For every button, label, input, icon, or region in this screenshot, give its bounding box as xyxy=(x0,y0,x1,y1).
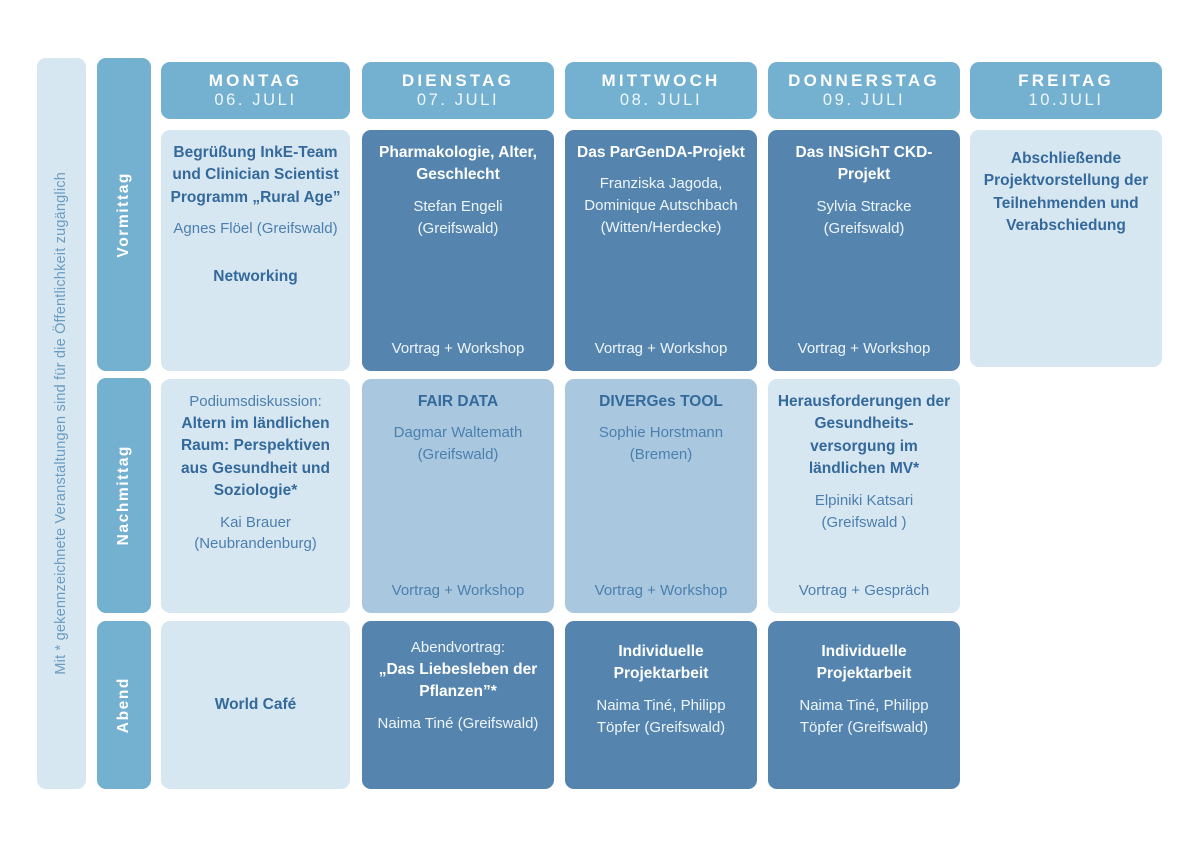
daypart-label-vormittag: Vormittag xyxy=(97,58,151,371)
daypart-abend-text: Abend xyxy=(115,676,133,734)
public-access-note-text: Mit * gekennzeichnete Veranstaltungen si… xyxy=(53,172,70,675)
session-person: Naima Tiné, Philipp Töpfer (Greifswald) xyxy=(596,696,726,736)
session-prefix: Abendvortrag: xyxy=(410,639,506,656)
session-person: Dagmar Waltemath (Greifswald) xyxy=(393,424,523,464)
session-title: Altern im ländlichen Raum: Perspektiven … xyxy=(180,414,331,500)
session-title: Pharmakologie, Alter, Geschlecht xyxy=(379,144,537,184)
day-header-donnerstag-name: DONNERSTAG xyxy=(788,70,940,90)
session-montag-nachmittag[interactable]: Podiumsdiskussion: Altern im ländlichen … xyxy=(161,379,350,613)
public-access-note: Mit * gekennzeichnete Veranstaltungen si… xyxy=(37,58,86,789)
session-person: Naima Tiné, Philipp Töpfer (Greifswald) xyxy=(799,696,929,736)
day-header-dienstag-name: DIENSTAG xyxy=(401,70,515,90)
session-person: Kai Brauer (Neubrandenburg) xyxy=(194,513,317,553)
session-title: Individuelle Projektarbeit xyxy=(613,643,709,683)
day-header-dienstag-date: 07. JULI xyxy=(416,90,500,109)
session-format: Vortrag + Workshop xyxy=(594,582,728,599)
day-header-freitag-name: FREITAG xyxy=(1018,70,1114,90)
day-header-dienstag: DIENSTAG 07. JULI xyxy=(362,62,554,119)
session-title: Begrüßung InkE-Team und Clinician Scient… xyxy=(170,144,341,206)
session-format: Vortrag + Workshop xyxy=(391,340,525,357)
session-person: Sylvia Stracke (Greifswald) xyxy=(816,197,912,237)
day-header-montag-date: 06. JULI xyxy=(214,90,297,109)
session-title: World Café xyxy=(214,696,297,713)
day-header-freitag: FREITAG 10.JULI xyxy=(970,62,1162,119)
session-title: DIVERGes TOOL xyxy=(599,393,723,410)
session-dienstag-abend[interactable]: Abendvortrag: „Das Liebesleben der Pflan… xyxy=(362,621,554,789)
day-header-donnerstag-date: 09. JULI xyxy=(822,90,906,109)
session-format: Vortrag + Gespräch xyxy=(798,582,930,599)
session-dienstag-vormittag[interactable]: Pharmakologie, Alter, Geschlecht Stefan … xyxy=(362,130,554,371)
daypart-label-nachmittag: Nachmittag xyxy=(97,378,151,613)
daypart-vormittag-text: Vormittag xyxy=(115,171,133,258)
session-donnerstag-abend[interactable]: Individuelle Projektarbeit Naima Tiné, P… xyxy=(768,621,960,789)
session-person: Elpiniki Katsari (Greifswald ) xyxy=(814,491,914,531)
session-mittwoch-nachmittag[interactable]: DIVERGes TOOL Sophie Horstmann (Bremen) … xyxy=(565,379,757,613)
session-title: Herausforderungen der Gesundheits-versor… xyxy=(777,393,951,478)
session-extra: Networking xyxy=(213,268,298,286)
session-person: Naima Tiné (Greifswald) xyxy=(377,714,539,732)
session-title: Individuelle Projektarbeit xyxy=(816,643,912,683)
session-person: Agnes Flöel (Greifswald) xyxy=(173,220,338,238)
session-dienstag-nachmittag[interactable]: FAIR DATA Dagmar Waltemath (Greifswald) … xyxy=(362,379,554,613)
session-format: Vortrag + Workshop xyxy=(797,340,931,357)
session-format: Vortrag + Workshop xyxy=(391,582,525,599)
session-person: Franziska Jagoda, Dominique Autschbach (… xyxy=(584,175,738,236)
session-montag-vormittag[interactable]: Begrüßung InkE-Team und Clinician Scient… xyxy=(161,130,350,371)
session-title: Das INSiGhT CKD-Projekt xyxy=(795,144,933,184)
session-title: Das ParGenDA-Projekt xyxy=(577,144,745,161)
session-mittwoch-abend[interactable]: Individuelle Projektarbeit Naima Tiné, P… xyxy=(565,621,757,789)
session-prefix: Podiumsdiskussion: xyxy=(189,393,322,410)
session-freitag-vormittag[interactable]: Abschließende Projektvorstellung der Tei… xyxy=(970,130,1162,367)
day-header-mittwoch-name: MITTWOCH xyxy=(601,70,721,90)
day-header-donnerstag: DONNERSTAG 09. JULI xyxy=(768,62,960,119)
day-header-freitag-date: 10.JULI xyxy=(1028,90,1104,109)
session-title: Abschließende Projektvorstellung der Tei… xyxy=(983,150,1149,235)
day-header-montag-name: MONTAG xyxy=(208,70,303,90)
session-person: Sophie Horstmann (Bremen) xyxy=(598,424,724,464)
session-format: Vortrag + Workshop xyxy=(594,340,728,357)
session-mittwoch-vormittag[interactable]: Das ParGenDA-Projekt Franziska Jagoda, D… xyxy=(565,130,757,371)
day-header-montag: MONTAG 06. JULI xyxy=(161,62,350,119)
day-header-mittwoch-date: 08. JULI xyxy=(619,90,703,109)
session-donnerstag-nachmittag[interactable]: Herausforderungen der Gesundheits-versor… xyxy=(768,379,960,613)
daypart-nachmittag-text: Nachmittag xyxy=(115,445,133,546)
session-person: Stefan Engeli (Greifswald) xyxy=(413,197,503,237)
daypart-label-abend: Abend xyxy=(97,621,151,789)
session-title: „Das Liebesleben der Pflanzen”* xyxy=(378,660,538,701)
session-montag-abend[interactable]: World Café xyxy=(161,621,350,789)
session-donnerstag-vormittag[interactable]: Das INSiGhT CKD-Projekt Sylvia Stracke (… xyxy=(768,130,960,371)
day-header-mittwoch: MITTWOCH 08. JULI xyxy=(565,62,757,119)
session-title: FAIR DATA xyxy=(417,393,499,410)
